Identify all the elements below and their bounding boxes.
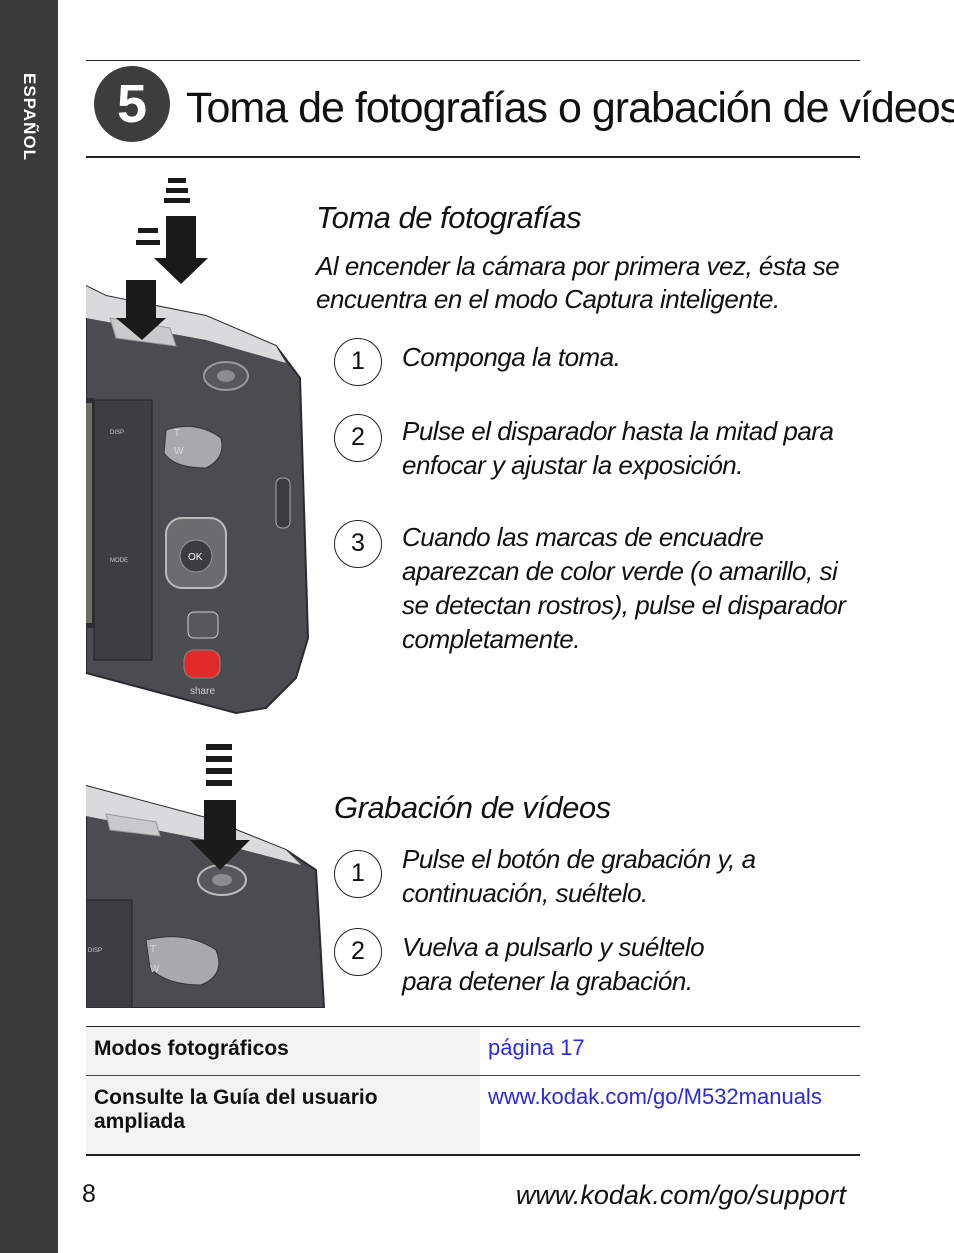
photos-intro: Al encender la cámara por primera vez, é…	[316, 251, 840, 314]
share-button: share	[183, 649, 221, 697]
review-button	[187, 611, 219, 639]
table-cell-label: Consulte la Guía del usuario ampliada	[86, 1075, 480, 1156]
language-sidebar: ESPAÑOL	[0, 0, 58, 1253]
reference-table: Modos fotográficos página 17 Consulte la…	[86, 1026, 860, 1156]
page-number: 8	[82, 1180, 96, 1208]
ok-button: OK	[165, 517, 227, 589]
table-row: Consulte la Guía del usuario ampliada ww…	[86, 1075, 860, 1156]
zoom-lever: T W	[145, 936, 220, 986]
svg-text:W: W	[150, 964, 160, 975]
svg-text:OK: OK	[188, 552, 203, 563]
step-text: Pulse el disparador hasta la mitad para …	[402, 416, 834, 480]
step-text: Vuelva a pulsarlo y suéltelo para detene…	[402, 932, 705, 996]
arrow-down-icon	[116, 178, 208, 340]
shutter-button-top	[203, 361, 249, 391]
table-row: Modos fotográficos página 17	[86, 1026, 860, 1076]
support-url[interactable]: www.kodak.com/go/support	[515, 1180, 846, 1210]
language-label: ESPAÑOL	[20, 73, 39, 161]
top-rule	[86, 60, 860, 61]
step-number: 2	[334, 414, 382, 462]
step-text: Componga la toma.	[402, 342, 621, 372]
zoom-lever: T W	[163, 425, 223, 469]
svg-text:share: share	[190, 686, 215, 697]
video-heading: Grabación de vídeos	[334, 790, 611, 825]
svg-text:T: T	[150, 944, 156, 955]
camera-record-illustration: DISP T W	[86, 740, 326, 1008]
manual-link[interactable]: www.kodak.com/go/M532manuals	[480, 1075, 860, 1156]
table-cell-label: Modos fotográficos	[86, 1026, 480, 1076]
page-title: Toma de fotografías o grabación de vídeo…	[186, 84, 954, 132]
svg-text:DISP: DISP	[88, 948, 102, 954]
page-link[interactable]: página 17	[480, 1026, 860, 1076]
svg-text:MODE: MODE	[110, 558, 128, 564]
step-number-badge: 5	[94, 66, 170, 142]
title-rule	[86, 156, 860, 158]
svg-text:W: W	[174, 446, 184, 457]
photos-heading: Toma de fotografías	[316, 200, 582, 235]
camera-shutter-illustration: T W DISP MODE OK share	[86, 168, 316, 716]
step-number: 2	[334, 928, 382, 976]
record-button	[197, 864, 247, 896]
svg-text:DISP: DISP	[110, 430, 124, 436]
svg-text:T: T	[174, 428, 180, 439]
step-text: Pulse el botón de grabación y, a continu…	[402, 844, 756, 908]
arrow-down-icon	[190, 744, 250, 870]
step-number: 1	[334, 338, 382, 386]
step-number: 1	[334, 850, 382, 898]
step-text: Cuando las marcas de encuadre aparezcan …	[402, 522, 846, 654]
step-number: 3	[334, 520, 382, 568]
